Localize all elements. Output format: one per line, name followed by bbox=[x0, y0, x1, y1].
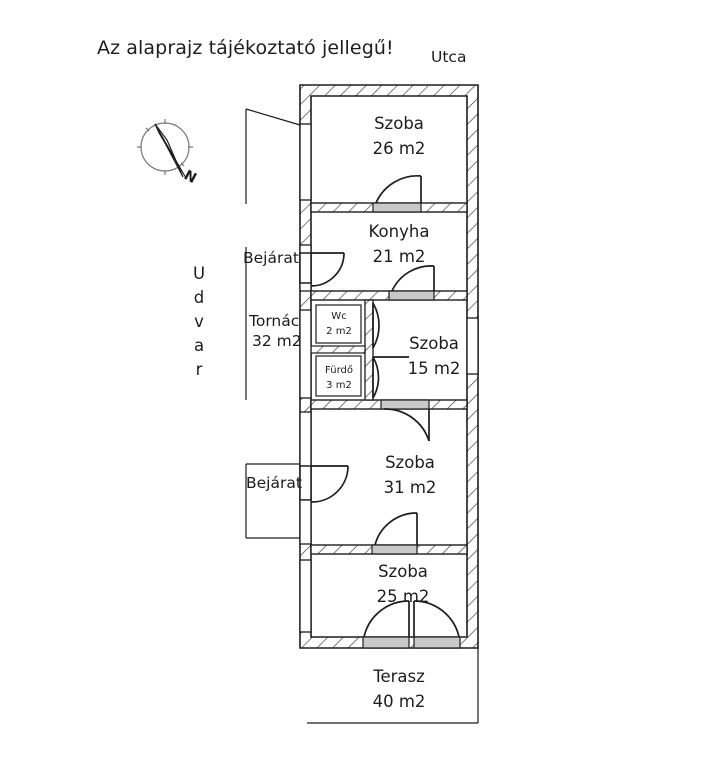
entrance-label-top: Bejárat bbox=[243, 249, 299, 267]
room-szoba-15-name: Szoba bbox=[409, 334, 459, 353]
porch-name: Tornác bbox=[249, 312, 300, 330]
room-szoba-26-area: 26 m2 bbox=[372, 139, 426, 158]
yard-letter-5: r bbox=[195, 360, 203, 379]
wall-openings bbox=[299, 123, 479, 633]
yard-letter-3: v bbox=[194, 312, 204, 331]
room-furdo-3-area: 3 m2 bbox=[326, 380, 352, 391]
svg-text:N: N bbox=[181, 167, 199, 187]
terrace-name: Terasz bbox=[373, 667, 425, 686]
yard-letter-2: d bbox=[193, 288, 205, 307]
entrance-label-bottom: Bejárat bbox=[246, 474, 302, 492]
room-szoba-31-name: Szoba bbox=[385, 453, 435, 472]
compass-rose: N bbox=[137, 119, 199, 187]
room-szoba-25-area: 25 m2 bbox=[376, 587, 430, 606]
doors bbox=[310, 175, 461, 649]
disclaimer-text: Az alaprajz tájékoztató jellegű! bbox=[97, 37, 394, 59]
yard-label: U d v a r bbox=[186, 262, 212, 382]
leader-lines bbox=[245, 108, 479, 724]
room-szoba-25-name: Szoba bbox=[378, 562, 428, 581]
room-konyha-21-area: 21 m2 bbox=[372, 247, 426, 266]
street-label: Utca bbox=[431, 48, 467, 66]
room-szoba-15-area: 15 m2 bbox=[407, 359, 461, 378]
room-furdo-3-name: Fürdő bbox=[325, 365, 353, 376]
room-wc-2-area: 2 m2 bbox=[326, 326, 352, 337]
porch-area: 32 m2 bbox=[252, 332, 302, 350]
small-room-outlines bbox=[315, 304, 362, 397]
room-szoba-26-name: Szoba bbox=[374, 114, 424, 133]
room-konyha-21-name: Konyha bbox=[368, 222, 430, 241]
room-wc-2-name: Wc bbox=[331, 311, 347, 322]
terrace-area: 40 m2 bbox=[372, 692, 426, 711]
room-szoba-31-area: 31 m2 bbox=[383, 478, 437, 497]
yard-letter-1: U bbox=[192, 264, 206, 283]
yard-letter-4: a bbox=[193, 336, 205, 355]
